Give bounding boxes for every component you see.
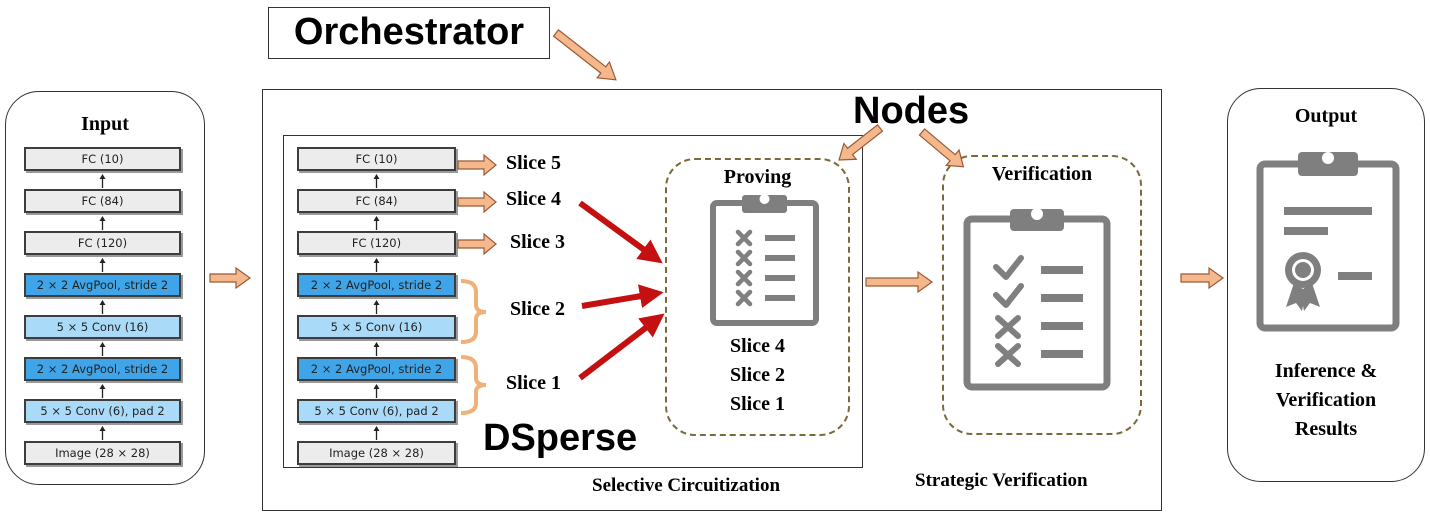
slice-label-3: Slice 3 <box>510 231 565 253</box>
layer-connector-head <box>99 174 106 179</box>
layer-connector-head <box>99 426 106 431</box>
layer-connector-head <box>373 384 380 389</box>
dsperse-panel <box>283 135 863 468</box>
slice-1-brace <box>460 355 487 415</box>
layer-box: FC (84) <box>297 189 456 213</box>
layer-box: 5 × 5 Conv (6), pad 2 <box>297 399 456 423</box>
proving-box <box>665 158 850 436</box>
proving-clipboard-icon <box>710 194 819 326</box>
verification-box <box>942 155 1142 435</box>
layer-box: Image (28 × 28) <box>24 441 181 465</box>
slice-2-brace <box>460 279 487 344</box>
input-title: Input <box>81 113 129 135</box>
layer-connector-head <box>99 216 106 221</box>
input-to-panel-arrow <box>209 266 252 290</box>
orchestrator-to-panel-arrow <box>552 29 617 81</box>
output-result-line-1: Inference & <box>1274 360 1378 382</box>
layer-box: 2 × 2 AvgPool, stride 2 <box>24 273 181 297</box>
slice-1-red-arrow <box>578 313 665 381</box>
slice-4-red-arrow <box>578 200 663 264</box>
layer-connector-head <box>373 174 380 179</box>
verification-title: Verification <box>991 163 1093 185</box>
output-result-line-3: Results <box>1294 418 1358 440</box>
proving-title: Proving <box>723 166 792 188</box>
layer-box: 5 × 5 Conv (16) <box>24 315 181 339</box>
circuitization-layer-stack: FC (10) FC (84) FC (120) 2 × 2 AvgPool, str… <box>297 147 456 465</box>
circuitization-layer-connectors <box>373 174 380 440</box>
layer-connector-head <box>99 300 106 305</box>
slice-label-1: Slice 1 <box>506 372 561 394</box>
slice-2-red-arrow <box>581 284 664 309</box>
nodes-to-verification-arrow <box>918 128 965 168</box>
slice-3-arrow <box>457 232 497 256</box>
input-layer-stack: FC (10) FC (84) FC (120) 2 × 2 AvgPool, str… <box>24 147 181 465</box>
layer-box: 5 × 5 Conv (6), pad 2 <box>24 399 181 423</box>
proving-slice-2: Slice 2 <box>730 364 785 386</box>
verification-clipboard-icon <box>963 208 1111 391</box>
slice-label-4: Slice 4 <box>506 188 561 210</box>
orchestrator-box <box>268 7 550 59</box>
layer-box: 2 × 2 AvgPool, stride 2 <box>297 273 456 297</box>
strategic-verification-caption: Strategic Verification <box>915 470 1088 491</box>
layer-connector-head <box>99 258 106 263</box>
award-ribbon-icon <box>1285 252 1321 311</box>
layer-connector-head <box>373 426 380 431</box>
selective-circuitization-caption: Selective Circuitization <box>592 475 781 496</box>
dsperse-title: DSperse <box>483 417 638 459</box>
panel-to-output-arrow <box>1180 266 1225 290</box>
proving-slice-3: Slice 1 <box>730 393 785 415</box>
layer-box: 5 × 5 Conv (16) <box>297 315 456 339</box>
layer-box: 2 × 2 AvgPool, stride 2 <box>24 357 181 381</box>
layer-connector-head <box>373 300 380 305</box>
layer-box: FC (120) <box>297 231 456 255</box>
layer-connector-head <box>99 384 106 389</box>
layer-box: FC (84) <box>24 189 181 213</box>
slice-5-arrow <box>457 153 497 177</box>
layer-connector-head <box>373 216 380 221</box>
layer-box: FC (10) <box>297 147 456 171</box>
slice-label-5: Slice 5 <box>506 152 561 174</box>
output-certificate-icon <box>1256 152 1400 332</box>
orchestrator-panel <box>262 89 1162 511</box>
output-result-line-2: Verification <box>1275 389 1377 411</box>
output-title: Output <box>1294 105 1358 127</box>
layer-box: FC (120) <box>24 231 181 255</box>
orchestrator-title: Orchestrator <box>293 11 525 53</box>
layer-connector-head <box>373 258 380 263</box>
input-layer-connectors <box>99 174 106 440</box>
proving-slice-1: Slice 4 <box>730 335 785 357</box>
layer-connector-head <box>373 342 380 347</box>
layer-connector-head <box>99 342 106 347</box>
slice-4-arrow <box>457 190 497 214</box>
nodes-title: Nodes <box>853 90 970 132</box>
proving-to-verification-arrow <box>865 270 934 294</box>
layer-box: 2 × 2 AvgPool, stride 2 <box>297 357 456 381</box>
layer-box: FC (10) <box>24 147 181 171</box>
slice-label-2: Slice 2 <box>510 298 565 320</box>
nodes-to-proving-arrow <box>838 124 884 161</box>
layer-box: Image (28 × 28) <box>297 441 456 465</box>
